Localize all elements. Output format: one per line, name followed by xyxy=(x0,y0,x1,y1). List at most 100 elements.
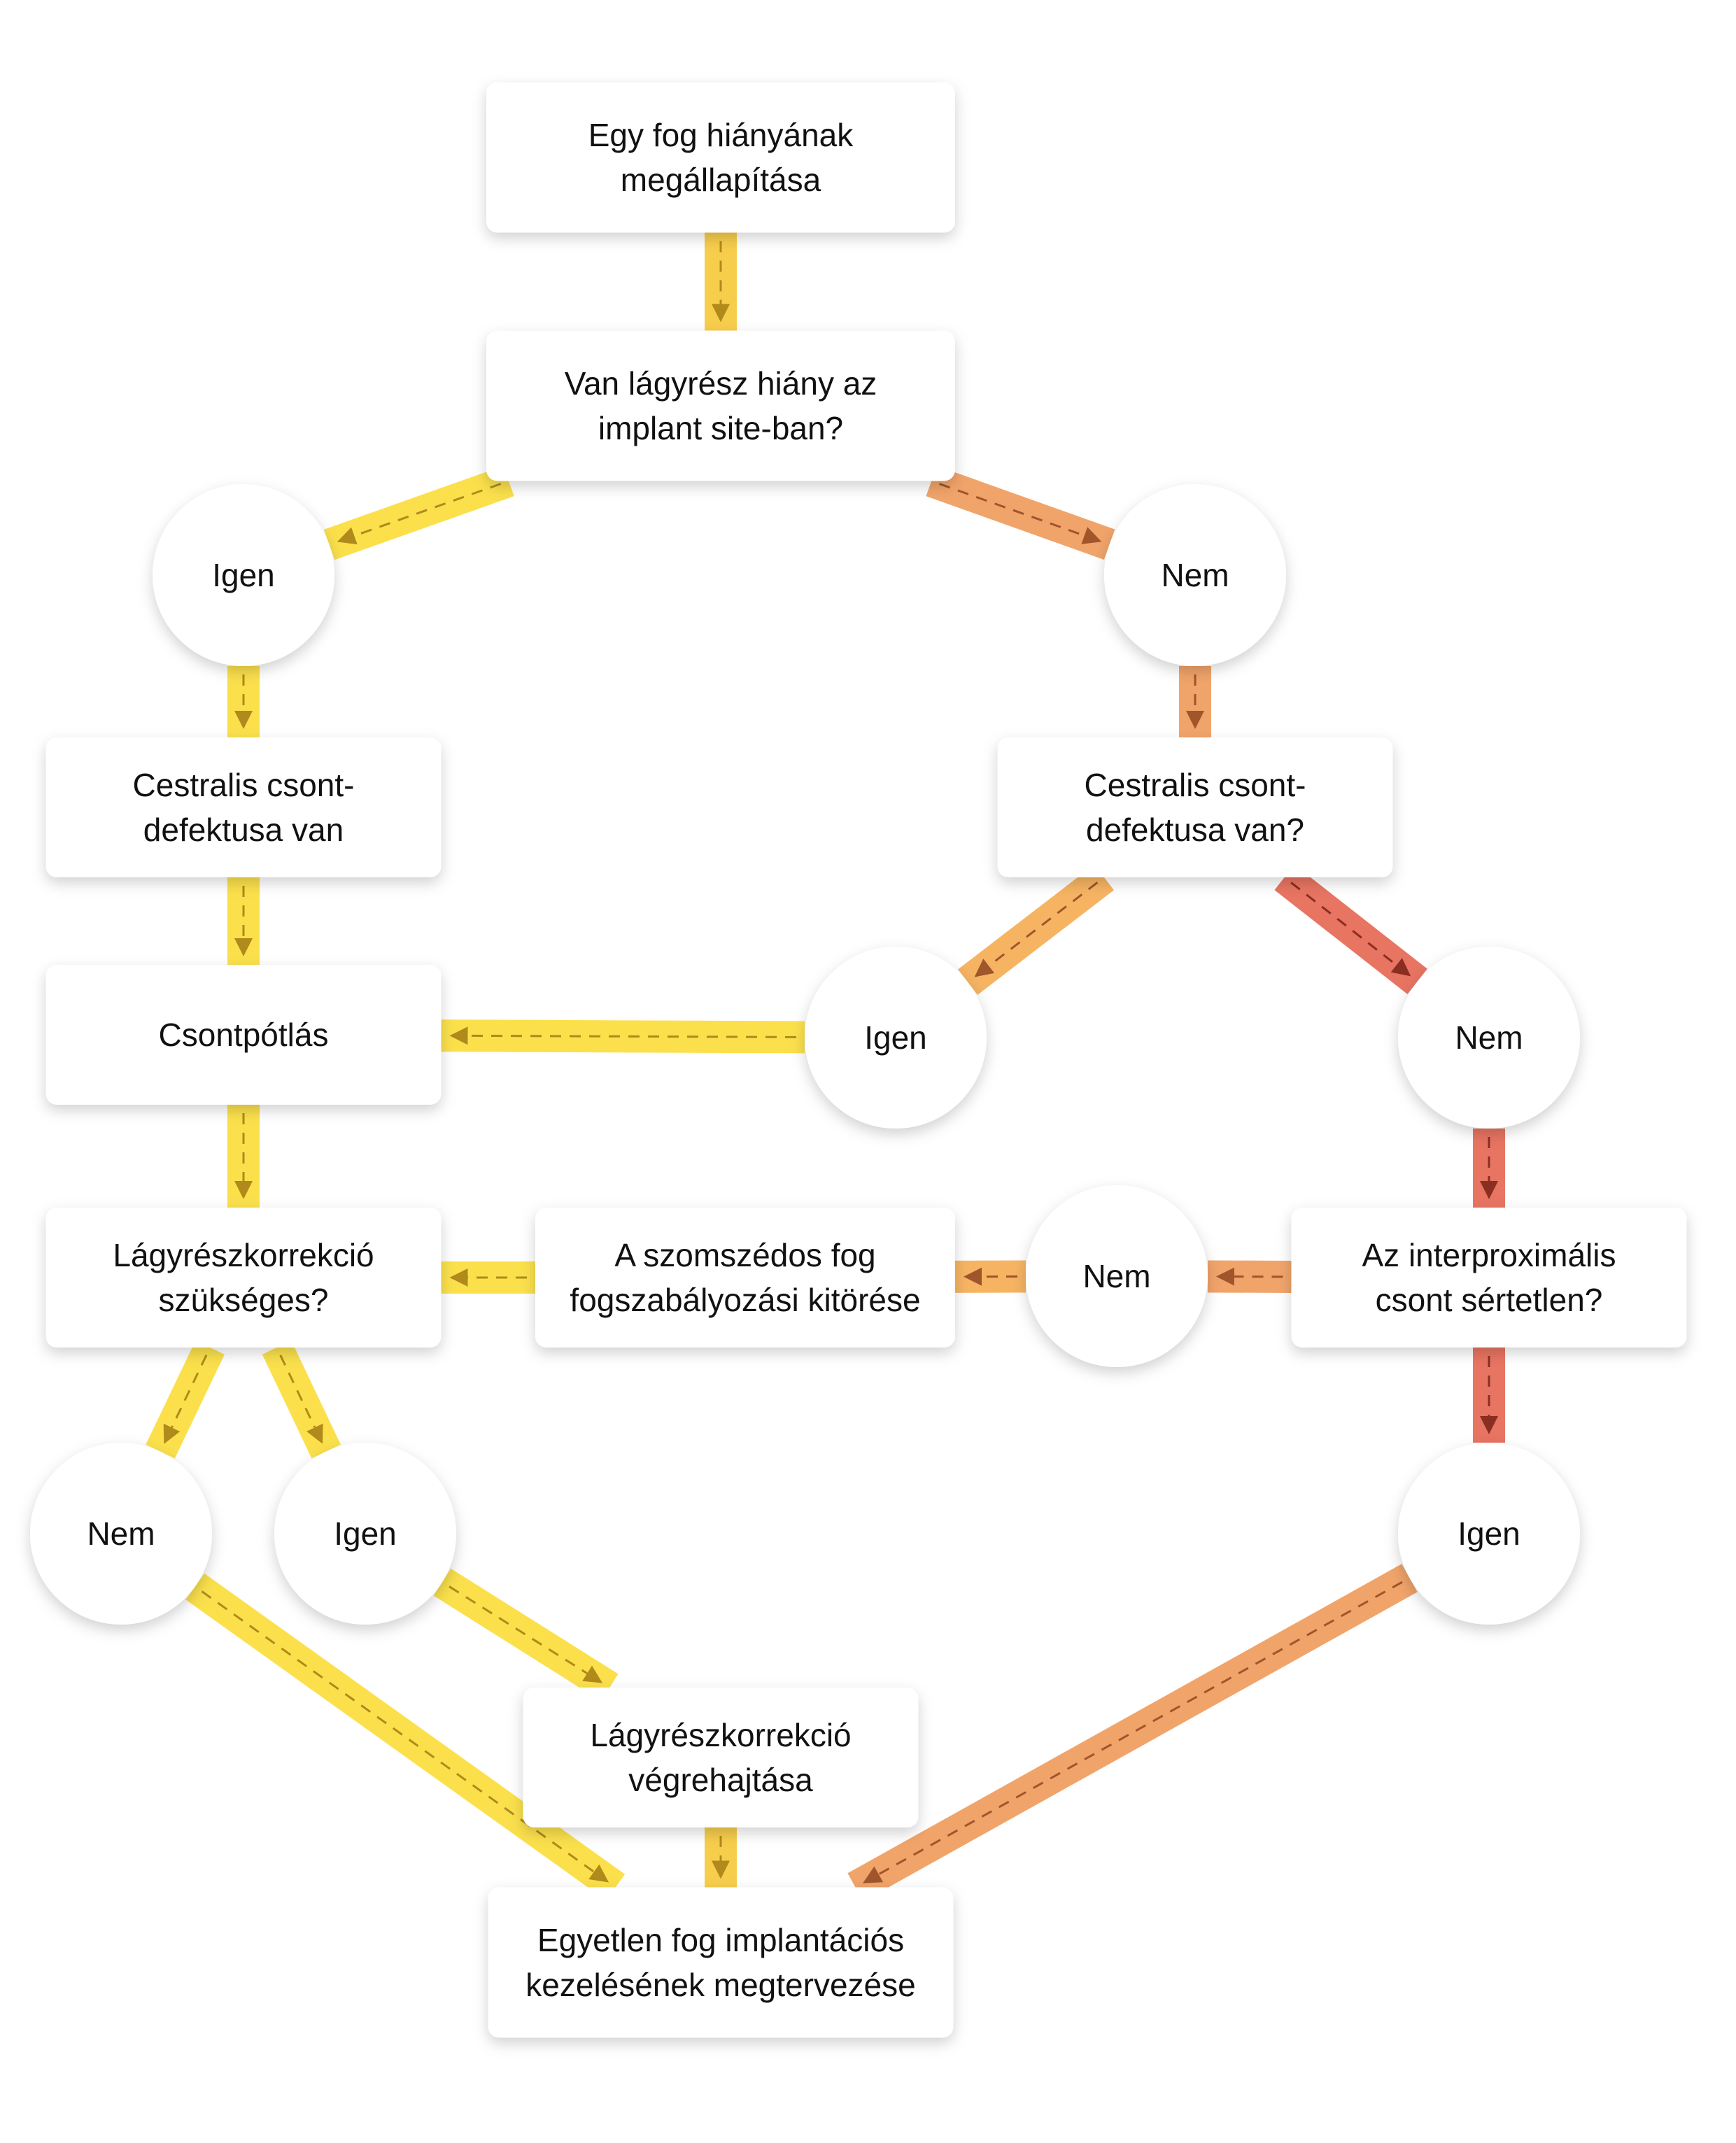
node-label-line: Igen xyxy=(864,1019,927,1056)
arrowhead-icon xyxy=(1480,1181,1498,1199)
edge-dashed-line xyxy=(467,1034,797,1038)
node-label-line: Az interproximális xyxy=(1362,1237,1616,1273)
node-circle xyxy=(805,947,987,1129)
edge-ortho-to-q_softcorr xyxy=(441,1261,535,1294)
node-circle xyxy=(1026,1185,1208,1367)
edge-nem_soft-to-q_bone_right xyxy=(1179,666,1211,737)
edge-q_soft-to-nem_soft xyxy=(926,465,1115,560)
edge-igen_corr-to-do_softcorr xyxy=(433,1568,619,1702)
node-circle xyxy=(1398,1443,1580,1625)
node-label-line: szükséges? xyxy=(159,1282,329,1318)
edge-igen_bone-to-graft xyxy=(441,1019,805,1054)
node-circle xyxy=(30,1443,212,1625)
arrowhead-icon xyxy=(974,959,995,977)
edge-nem_inter-to-ortho xyxy=(954,1260,1026,1293)
node-label-line: Lágyrészkorrekció xyxy=(113,1237,374,1273)
node-circle xyxy=(1104,484,1286,666)
edge-dashed-line xyxy=(279,1355,316,1428)
answer-node-igen_bone: Igen xyxy=(805,947,987,1129)
node-box xyxy=(486,82,955,233)
edge-graft-to-q_softcorr xyxy=(227,1105,260,1208)
arrowhead-icon xyxy=(1480,1416,1498,1434)
answer-node-igen_soft: Igen xyxy=(153,484,334,666)
edge-igen_inter-to-end xyxy=(847,1564,1418,1902)
answer-node-nem_soft: Nem xyxy=(1104,484,1286,666)
node-label-line: defektusa van xyxy=(143,812,344,848)
edge-nem_bone-to-q_inter xyxy=(1473,1129,1505,1208)
node-box xyxy=(1291,1208,1687,1348)
node-circle xyxy=(153,484,334,666)
arrowhead-icon xyxy=(234,938,253,956)
node-label-line: Igen xyxy=(212,557,275,593)
answer-node-igen_inter: Igen xyxy=(1398,1443,1580,1625)
edge-q_softcorr-to-igen_corr xyxy=(262,1341,341,1459)
node-label-line: Csontpótlás xyxy=(159,1017,329,1053)
node-label-line: A szomszédos fog xyxy=(614,1237,875,1273)
node-box xyxy=(45,965,442,1105)
edge-dashed-line xyxy=(1290,882,1397,966)
edge-igen_soft-to-bone_left xyxy=(227,666,260,737)
node-label-line: csont sértetlen? xyxy=(1376,1282,1603,1318)
step-node-q_bone_right: Cestralis csont-defektusa van? xyxy=(997,737,1393,877)
answer-node-igen_corr: Igen xyxy=(274,1443,456,1625)
node-label-line: kezelésének megtervezése xyxy=(525,1967,915,2003)
node-label-line: implant site-ban? xyxy=(598,410,843,446)
arrowhead-icon xyxy=(234,711,253,729)
answer-node-nem_corr: Nem xyxy=(30,1443,212,1625)
edge-dashed-line xyxy=(988,882,1099,967)
step-node-q_soft: Van lágyrész hiány az implant site-ban? xyxy=(486,330,955,481)
node-label-line: Cestralis csont- xyxy=(133,767,355,803)
node-box xyxy=(45,737,442,877)
arrowhead-icon xyxy=(1216,1267,1234,1286)
edge-dashed-line xyxy=(353,483,502,537)
edge-dashed-line xyxy=(938,483,1085,537)
step-node-graft: Csontpótlás xyxy=(45,965,442,1105)
node-label-line: Cestralis csont- xyxy=(1085,767,1306,803)
arrowhead-icon xyxy=(964,1267,982,1286)
step-node-q_softcorr: Lágyrészkorrekció szükséges? xyxy=(45,1208,442,1348)
arrowhead-icon xyxy=(337,527,358,545)
edge-q_soft-to-igen_soft xyxy=(323,465,514,560)
node-label-line: Nem xyxy=(87,1515,155,1552)
node-label-line: megállapítása xyxy=(621,162,821,198)
node-label-line: fogszabályozási kitörése xyxy=(570,1282,920,1318)
edge-dashed-line xyxy=(449,1585,588,1675)
step-node-do_softcorr: Lágyrészkorrekció végrehajtása xyxy=(523,1688,919,1827)
node-circle xyxy=(274,1443,456,1625)
node-label-line: végrehajtása xyxy=(628,1762,813,1798)
node-box xyxy=(997,737,1393,877)
step-node-ortho: A szomszédos fog fogszabályozási kitörése xyxy=(535,1208,955,1348)
edge-do_softcorr-to-end xyxy=(705,1827,737,1888)
step-node-bone_left: Cestralis csont-defektusa van xyxy=(45,737,442,877)
edge-dashed-line xyxy=(878,1580,1403,1876)
edge-dashed-line xyxy=(171,1355,208,1429)
arrowhead-icon xyxy=(449,1026,468,1045)
node-label-line: Lágyrészkorrekció xyxy=(590,1717,851,1753)
arrowhead-icon xyxy=(588,1864,609,1883)
arrowhead-icon xyxy=(582,1665,603,1683)
edge-start-to-q_soft xyxy=(705,232,737,331)
edge-q_bone_right-to-igen_bone xyxy=(958,864,1114,996)
node-circle xyxy=(1398,947,1580,1129)
arrowhead-icon xyxy=(449,1268,468,1287)
node-box xyxy=(535,1208,955,1348)
node-label-line: defektusa van? xyxy=(1086,812,1304,848)
node-label-line: Nem xyxy=(1455,1019,1523,1056)
node-label-line: Van lágyrész hiány az xyxy=(565,365,877,402)
answer-node-nem_bone: Nem xyxy=(1398,947,1580,1129)
node-box xyxy=(523,1688,919,1827)
node-label-line: Nem xyxy=(1082,1258,1150,1294)
edge-q_softcorr-to-nem_corr xyxy=(146,1341,225,1459)
arrowhead-icon xyxy=(712,1860,730,1879)
node-box xyxy=(488,1887,954,2038)
arrowhead-icon xyxy=(1390,958,1411,977)
edges-layer xyxy=(146,232,1505,1902)
step-node-q_inter: Az interproximális csont sértetlen? xyxy=(1291,1208,1687,1348)
node-box xyxy=(45,1208,442,1348)
node-label-line: Igen xyxy=(334,1515,397,1552)
arrowhead-icon xyxy=(234,1181,253,1199)
edge-q_inter-to-nem_inter xyxy=(1207,1260,1292,1293)
